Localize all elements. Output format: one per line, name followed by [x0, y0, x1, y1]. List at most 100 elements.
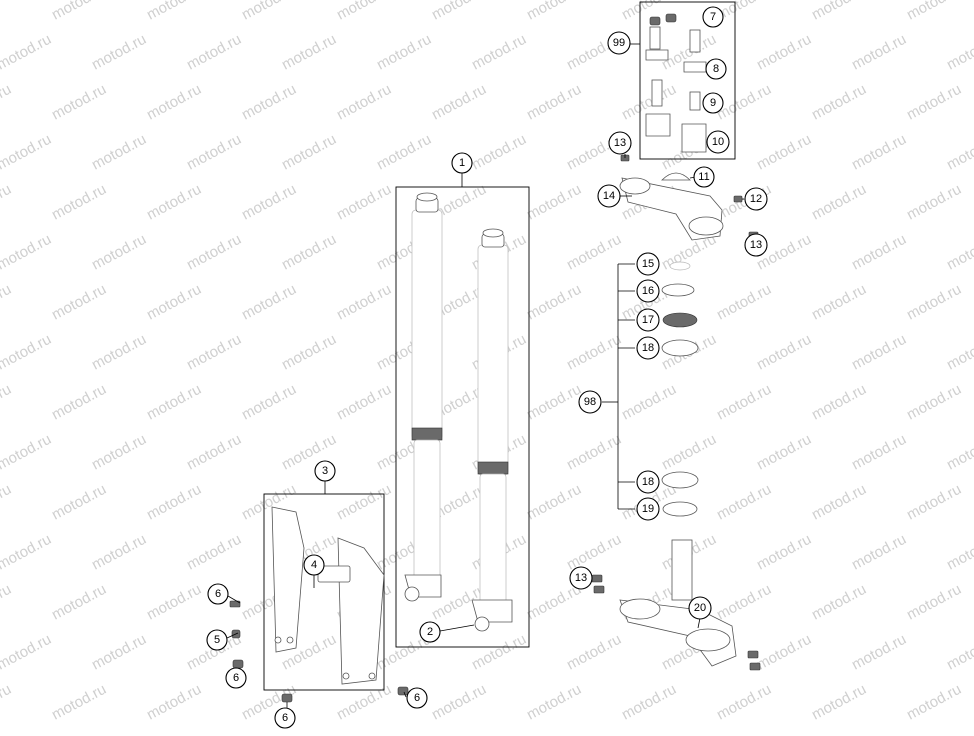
- watermark-text-96: motod.ru: [714, 381, 774, 424]
- watermark-text-80: motod.ru: [279, 331, 339, 374]
- watermark-text-70: motod.ru: [334, 281, 394, 324]
- watermark-text-88: motod.ru: [0, 381, 14, 424]
- watermark-text-116: motod.ru: [524, 481, 584, 524]
- watermark-text-19: motod.ru: [754, 31, 814, 74]
- watermark-text-72: motod.ru: [524, 281, 584, 324]
- clamp-stud-1: [649, 26, 661, 50]
- steering-stem: [671, 539, 693, 601]
- watermark-text-160: motod.ru: [524, 681, 584, 724]
- fork-right-axle-foot: [471, 599, 513, 623]
- watermark-text-2: motod.ru: [144, 0, 204, 24]
- screw-lower-right-a: [747, 650, 759, 659]
- callout-13b-label: 13: [750, 239, 762, 251]
- callout-6c-label: 6: [414, 692, 420, 704]
- watermark-text-28: motod.ru: [524, 81, 584, 124]
- watermark-text-152: motod.ru: [849, 631, 909, 674]
- fork-right-axle-clamp: [474, 616, 490, 632]
- watermark-text-114: motod.ru: [334, 481, 394, 524]
- watermark-text-68: motod.ru: [144, 281, 204, 324]
- upper-clamp-right-bore: [688, 216, 724, 236]
- watermark-text-130: motod.ru: [849, 531, 909, 574]
- watermark-text-34: motod.ru: [89, 131, 149, 174]
- watermark-text-94: motod.ru: [524, 381, 584, 424]
- watermark-text-75: motod.ru: [809, 281, 869, 324]
- callout-6a: 6: [207, 583, 229, 605]
- watermark-text-155: motod.ru: [49, 681, 109, 724]
- callout-14: 14: [597, 184, 621, 208]
- watermark-text-101: motod.ru: [184, 431, 244, 474]
- watermark-text-37: motod.ru: [374, 131, 434, 174]
- watermark-text-56: motod.ru: [89, 231, 149, 274]
- callout-11-label: 11: [698, 171, 709, 183]
- fork-right-cap-top: [482, 228, 504, 238]
- callout-98-label: 98: [584, 396, 596, 408]
- watermark-text-23: motod.ru: [49, 81, 109, 124]
- watermark-text-86: motod.ru: [849, 331, 909, 374]
- watermark-text-83: motod.ru: [564, 331, 624, 374]
- callout-9: 9: [702, 92, 724, 114]
- watermark-text-162: motod.ru: [714, 681, 774, 724]
- guard-bolt-hole-4: [368, 672, 376, 680]
- watermark-text-14: motod.ru: [279, 31, 339, 74]
- bearing-18-upper: [661, 339, 699, 357]
- watermark-text-90: motod.ru: [144, 381, 204, 424]
- watermark-text-6: motod.ru: [524, 0, 584, 24]
- watermark-text-91: motod.ru: [239, 381, 299, 424]
- watermark-text-27: motod.ru: [429, 81, 489, 124]
- callout-3-label: 3: [322, 465, 328, 477]
- watermark-text-69: motod.ru: [239, 281, 299, 324]
- watermark-text-105: motod.ru: [564, 431, 624, 474]
- watermark-text-159: motod.ru: [429, 681, 489, 724]
- guard-bolt-hole-2: [286, 636, 294, 644]
- callout-7: 7: [702, 6, 724, 28]
- callout-8: 8: [705, 58, 727, 80]
- watermark-text-163: motod.ru: [809, 681, 869, 724]
- callout-6d-label: 6: [282, 712, 288, 724]
- lower-clamp-left-bore: [619, 598, 661, 620]
- watermark-text-45: motod.ru: [49, 181, 109, 224]
- clamp-stud-2: [689, 29, 701, 53]
- clamp-upper-left: [645, 49, 669, 61]
- callout-17: 17: [636, 308, 660, 332]
- watermark-text-79: motod.ru: [184, 331, 244, 374]
- clamp-kit-frame: [639, 1, 736, 160]
- clamp-upper-right: [683, 61, 707, 73]
- watermark-text-65: motod.ru: [944, 231, 974, 274]
- watermark-text-57: motod.ru: [184, 231, 244, 274]
- callout-16: 16: [636, 279, 660, 303]
- guard-bolt-hole-3: [342, 672, 350, 680]
- watermark-text-133: motod.ru: [49, 581, 109, 624]
- fork-guard-left: [271, 506, 305, 653]
- watermark-text-100: motod.ru: [89, 431, 149, 474]
- callout-20-label: 20: [694, 602, 706, 614]
- fork-left-inner-tube: [413, 439, 441, 581]
- watermark-text-120: motod.ru: [904, 481, 964, 524]
- watermark-text-140: motod.ru: [714, 581, 774, 624]
- callout-18b: 18: [636, 470, 660, 494]
- watermark-text-67: motod.ru: [49, 281, 109, 324]
- callout-13c: 13: [569, 566, 593, 590]
- callout-18a: 18: [636, 336, 660, 360]
- callout-20: 20: [688, 596, 712, 620]
- watermark-text-161: motod.ru: [619, 681, 679, 724]
- fork-group-frame: [395, 186, 530, 648]
- fork-left-axle-clamp: [404, 586, 420, 602]
- callout-14-label: 14: [603, 190, 615, 202]
- watermark-text-132: motod.ru: [0, 581, 14, 624]
- watermark-text-4: motod.ru: [334, 0, 394, 24]
- watermark-text-74: motod.ru: [714, 281, 774, 324]
- watermark-text-98: motod.ru: [904, 381, 964, 424]
- watermark-text-35: motod.ru: [184, 131, 244, 174]
- handlebar-clamp-kit: [639, 1, 736, 160]
- watermark-text-77: motod.ru: [0, 331, 54, 374]
- callout-98: 98: [578, 390, 602, 414]
- watermark-text-5: motod.ru: [429, 0, 489, 24]
- seal-19: [662, 501, 698, 517]
- fork-assembly: [395, 186, 530, 648]
- steering-bearing-stack: [661, 261, 699, 517]
- watermark-text-50: motod.ru: [524, 181, 584, 224]
- watermark-text-33: motod.ru: [0, 131, 54, 174]
- callout-6b: 6: [225, 667, 247, 689]
- watermark-text-164: motod.ru: [904, 681, 964, 724]
